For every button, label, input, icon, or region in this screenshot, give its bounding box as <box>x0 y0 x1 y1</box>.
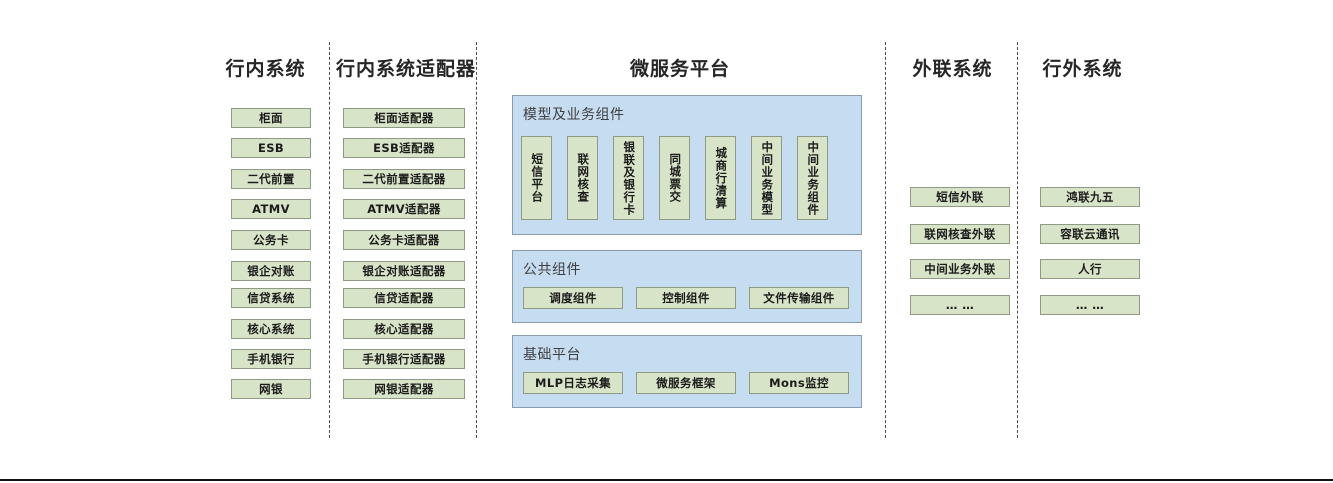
node-in-bank-adapter-1[interactable]: ESB适配器 <box>343 138 465 158</box>
divider-col1-col2 <box>329 42 330 438</box>
node-in-bank-adapter-6[interactable]: 信贷适配器 <box>343 288 465 308</box>
node-external-link-3[interactable]: … … <box>910 295 1010 315</box>
node-model-component-0[interactable]: 短信平台 <box>521 136 552 220</box>
node-in-bank-adapter-7[interactable]: 核心适配器 <box>343 319 465 339</box>
node-outside-bank-0[interactable]: 鸿联九五 <box>1040 187 1140 207</box>
node-in-bank-adapter-2[interactable]: 二代前置适配器 <box>343 169 465 189</box>
node-in-bank-system-4[interactable]: 公务卡 <box>231 230 311 250</box>
node-public-component-0[interactable]: 调度组件 <box>523 287 623 309</box>
column-title-outside-bank-systems: 行外系统 <box>1042 58 1123 80</box>
bottom-divider-rule <box>0 479 1333 481</box>
node-outside-bank-1[interactable]: 容联云通讯 <box>1040 224 1140 244</box>
node-in-bank-system-7[interactable]: 核心系统 <box>231 319 311 339</box>
node-external-link-1[interactable]: 联网核查外联 <box>910 224 1010 244</box>
node-in-bank-system-8[interactable]: 手机银行 <box>231 349 311 369</box>
node-model-component-3[interactable]: 同城票交 <box>659 136 690 220</box>
panel-title-public-components: 公共组件 <box>523 262 581 278</box>
node-in-bank-system-0[interactable]: 柜面 <box>231 108 311 128</box>
node-in-bank-adapter-3[interactable]: ATMV适配器 <box>343 199 465 219</box>
node-in-bank-system-6[interactable]: 信贷系统 <box>231 288 311 308</box>
node-in-bank-adapter-4[interactable]: 公务卡适配器 <box>343 230 465 250</box>
node-model-component-4[interactable]: 城商行清算 <box>705 136 736 220</box>
node-public-component-2[interactable]: 文件传输组件 <box>749 287 849 309</box>
node-external-link-2[interactable]: 中间业务外联 <box>910 259 1010 279</box>
node-base-platform-2[interactable]: Mons监控 <box>749 372 849 394</box>
node-public-component-1[interactable]: 控制组件 <box>636 287 736 309</box>
node-external-link-0[interactable]: 短信外联 <box>910 187 1010 207</box>
node-in-bank-adapter-5[interactable]: 银企对账适配器 <box>343 261 465 281</box>
column-title-in-bank-adapters: 行内系统适配器 <box>336 58 477 80</box>
column-title-external-link-systems: 外联系统 <box>912 58 993 80</box>
node-model-component-6[interactable]: 中间业务组件 <box>797 136 828 220</box>
column-title-microservice-platform: 微服务平台 <box>629 58 730 80</box>
node-model-component-5[interactable]: 中间业务模型 <box>751 136 782 220</box>
node-in-bank-system-9[interactable]: 网银 <box>231 379 311 399</box>
node-in-bank-system-5[interactable]: 银企对账 <box>231 261 311 281</box>
node-in-bank-adapter-8[interactable]: 手机银行适配器 <box>343 349 465 369</box>
node-model-component-1[interactable]: 联网核查 <box>567 136 598 220</box>
node-in-bank-system-3[interactable]: ATMV <box>231 199 311 219</box>
node-base-platform-1[interactable]: 微服务框架 <box>636 372 736 394</box>
node-base-platform-0[interactable]: MLP日志采集 <box>523 372 623 394</box>
node-in-bank-adapter-0[interactable]: 柜面适配器 <box>343 108 465 128</box>
panel-base-platform <box>512 335 862 408</box>
divider-col4-col5 <box>1017 42 1018 438</box>
node-in-bank-adapter-9[interactable]: 网银适配器 <box>343 379 465 399</box>
node-in-bank-system-1[interactable]: ESB <box>231 138 311 158</box>
column-title-in-bank-systems: 行内系统 <box>225 58 306 80</box>
node-model-component-2[interactable]: 银联及银行卡 <box>613 136 644 220</box>
node-outside-bank-2[interactable]: 人行 <box>1040 259 1140 279</box>
divider-col3-col4 <box>885 42 886 438</box>
panel-public-components <box>512 250 862 323</box>
panel-title-model-business-components: 模型及业务组件 <box>523 107 625 123</box>
divider-col2-col3 <box>476 42 477 438</box>
node-in-bank-system-2[interactable]: 二代前置 <box>231 169 311 189</box>
node-outside-bank-3[interactable]: … … <box>1040 295 1140 315</box>
panel-title-base-platform: 基础平台 <box>523 347 581 363</box>
